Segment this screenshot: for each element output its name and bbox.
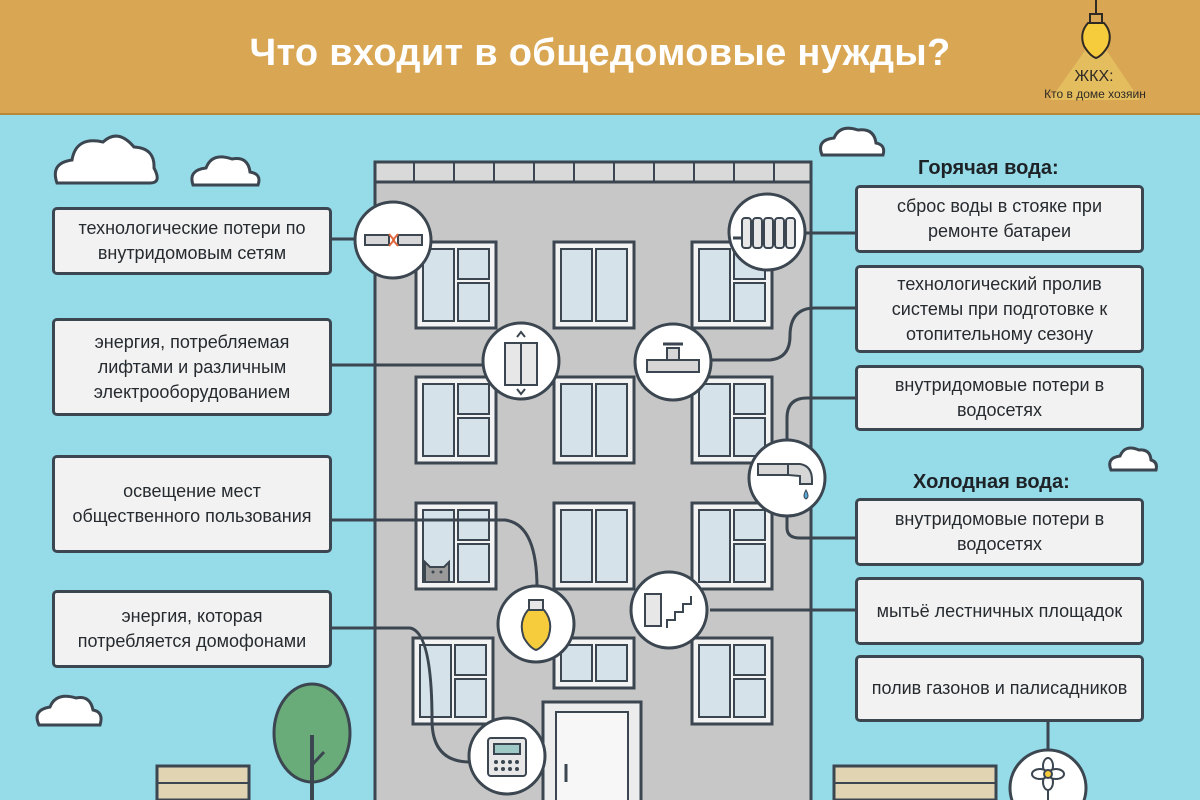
label-stairwell-washing: мытьё лестничных площадок bbox=[855, 577, 1144, 645]
logo-title: ЖКХ: bbox=[1074, 68, 1114, 85]
bench-icon bbox=[155, 764, 251, 800]
bulb-logo-icon bbox=[1050, 0, 1140, 100]
flower-icon bbox=[1008, 748, 1088, 800]
faucet-icon bbox=[747, 438, 827, 518]
header-bar bbox=[0, 0, 1200, 115]
radiator-icon bbox=[727, 192, 807, 272]
hot-water-heading: Горячая вода: bbox=[918, 157, 1059, 179]
label-technological-losses: технологические потери по внутридомовым … bbox=[52, 207, 332, 275]
cloud-icon bbox=[819, 126, 886, 157]
window bbox=[690, 636, 774, 726]
cloud-icon bbox=[190, 155, 261, 187]
label-hot-water-losses: внутридомовые потери в водосетях bbox=[855, 365, 1144, 431]
window bbox=[414, 375, 498, 465]
cloud-icon bbox=[35, 694, 103, 727]
stairs-icon bbox=[629, 570, 709, 650]
logo-subtitle: Кто в доме хозяин bbox=[1044, 87, 1146, 101]
cloud-icon bbox=[1108, 446, 1158, 472]
label-cold-water-losses: внутридомовые потери в водосетях bbox=[855, 498, 1144, 566]
label-lawn-watering: полив газонов и палисадников bbox=[855, 655, 1144, 722]
cloud-icon bbox=[53, 134, 159, 185]
cat-icon bbox=[424, 559, 450, 583]
pipe-joint-icon bbox=[353, 200, 433, 280]
light-bulb-icon bbox=[496, 584, 576, 664]
bench-icon bbox=[832, 764, 998, 800]
label-elevator-energy: энергия, потребляемая лифтами и различны… bbox=[52, 318, 332, 416]
label-system-flushing: технологический пролив системы при подго… bbox=[855, 265, 1144, 353]
label-intercom-energy: энергия, которая потребляется домофонами bbox=[52, 590, 332, 668]
label-common-area-lighting: освещение мест общественного пользования bbox=[52, 455, 332, 553]
window bbox=[552, 375, 636, 465]
cold-water-heading: Холодная вода: bbox=[913, 471, 1070, 493]
window bbox=[690, 501, 774, 591]
label-riser-water-discharge: сброс воды в стояке при ремонте батареи bbox=[855, 185, 1144, 253]
tree-icon bbox=[272, 682, 352, 800]
page-title: Что входит в общедомовые нужды? bbox=[249, 32, 951, 74]
connector-lines bbox=[332, 231, 1050, 764]
entrance-door bbox=[541, 700, 643, 800]
window bbox=[552, 240, 636, 330]
intercom-icon bbox=[467, 716, 547, 796]
window bbox=[552, 501, 636, 591]
valve-pipe-icon bbox=[633, 322, 713, 402]
elevator-icon bbox=[481, 321, 561, 401]
